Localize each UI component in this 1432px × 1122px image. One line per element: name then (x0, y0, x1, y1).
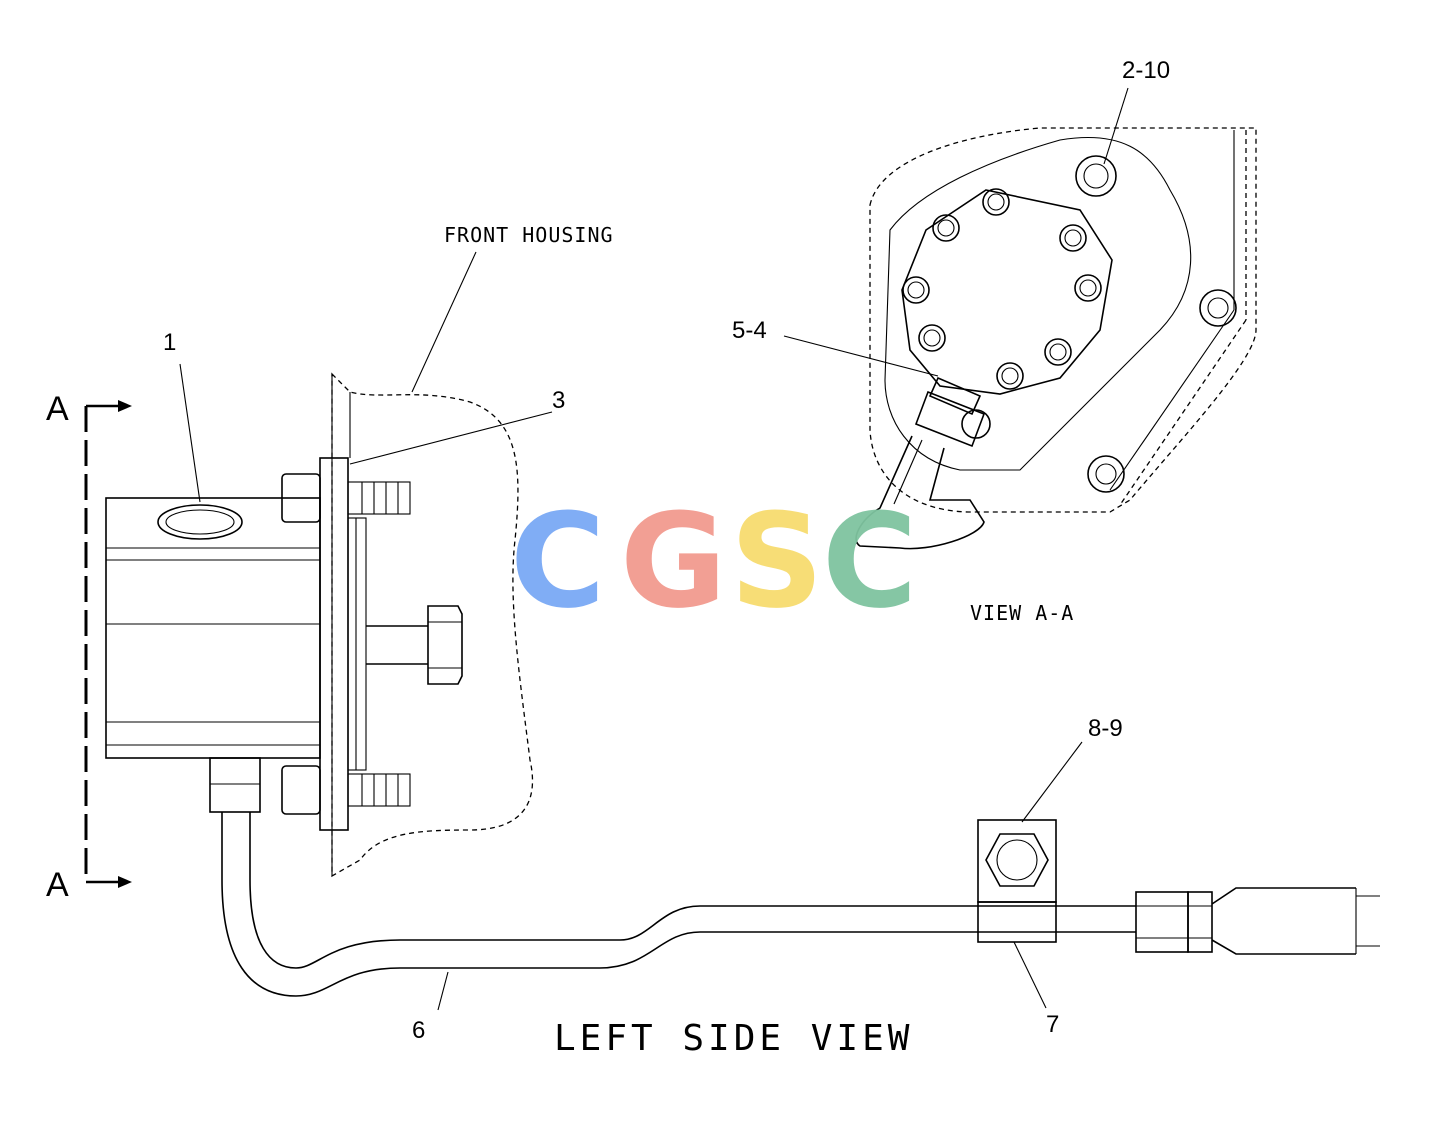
watermark-letter-c1: C (510, 485, 605, 637)
callout-5-4: 5-4 (732, 317, 767, 344)
callout-8-9: 8-9 (1088, 715, 1123, 742)
cgsc-watermark: C G S C (510, 485, 917, 637)
leader-lines (179, 87, 1129, 1011)
section-line-a-a (84, 400, 132, 888)
view-aa-elbow-fitting (855, 376, 986, 550)
hose-end-fitting (1135, 887, 1380, 955)
section-letter-bottom: A (46, 866, 69, 904)
view-aa-label: VIEW A-A (970, 601, 1074, 625)
front-housing-label: FRONT HOUSING (444, 223, 614, 247)
watermark-letter-c2: C (822, 485, 917, 637)
bolt-lower (281, 765, 411, 815)
view-aa-pump-flange (901, 189, 1113, 395)
front-housing (331, 372, 534, 878)
left-side-view-title: LEFT SIDE VIEW (554, 1018, 913, 1059)
plug-item-1 (157, 504, 243, 540)
callout-3: 3 (552, 387, 565, 414)
callout-2-10: 2-10 (1122, 57, 1170, 84)
watermark-letter-g: G (620, 485, 727, 637)
callout-1: 1 (163, 329, 176, 356)
callout-7: 7 (1046, 1011, 1059, 1038)
watermark-letter-s: S (730, 485, 824, 637)
callout-6: 6 (412, 1017, 425, 1044)
section-letter-top: A (46, 390, 69, 428)
mounting-flange (319, 457, 367, 831)
pump-body (105, 497, 321, 759)
view-aa-housing (869, 127, 1257, 513)
tube-clip (977, 819, 1057, 943)
bolt-upper (281, 473, 411, 523)
view-aa-bolts (902, 155, 1237, 493)
drive-shaft (366, 605, 463, 685)
tube-assembly (209, 757, 1136, 997)
